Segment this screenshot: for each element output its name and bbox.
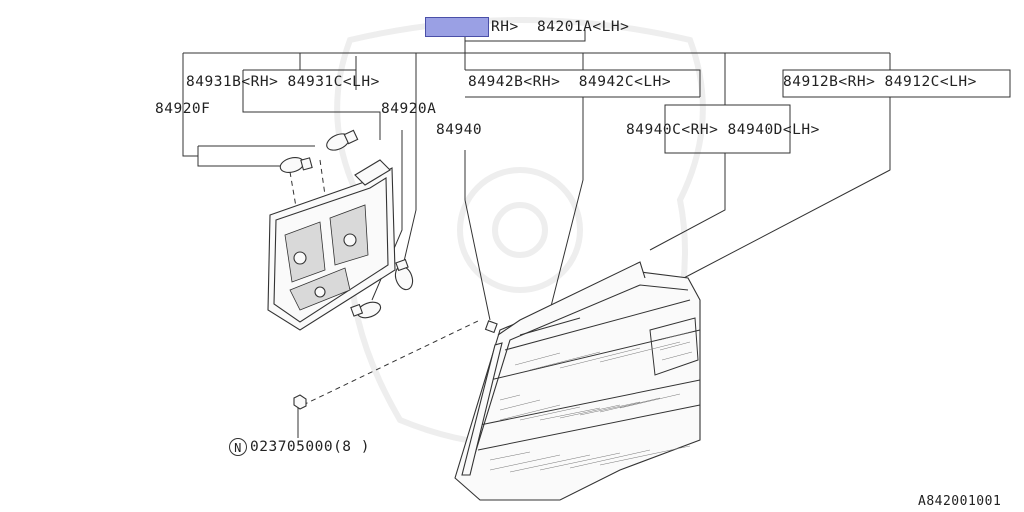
main-part-lh-label: 84201A<LH>: [537, 19, 630, 35]
tail-lamp-lens-icon: [454, 261, 701, 501]
nut-symbol-badge: N: [229, 438, 247, 456]
main-part-highlight[interactable]: [425, 17, 489, 37]
main-part-rh-label: RH>: [491, 19, 519, 35]
diagram-id: A842001001: [918, 494, 1002, 509]
bulb-left-icon: [279, 157, 313, 173]
bulb-top-icon: [326, 129, 359, 151]
nut-icon: [293, 394, 307, 410]
clip-icon: [484, 320, 498, 334]
part-label-84912: 84912B<RH> 84912C<LH>: [783, 74, 977, 90]
part-label-nut: 023705000(8 ): [250, 439, 370, 455]
part-label-84940cd: 84940C<RH> 84940D<LH>: [626, 122, 820, 138]
part-label-84920f: 84920F: [155, 101, 211, 117]
bulb-right-icon: [394, 258, 414, 291]
socket-board-icon: [267, 159, 396, 331]
part-label-84942: 84942B<RH> 84942C<LH>: [468, 74, 672, 90]
part-label-84920a: 84920A: [381, 101, 437, 117]
bulb-bottom-icon: [350, 301, 382, 319]
part-label-84931: 84931B<RH> 84931C<LH>: [186, 74, 380, 90]
bulbs: [279, 129, 414, 319]
leader-lines: [182, 30, 1011, 438]
part-label-84940: 84940: [436, 122, 483, 138]
